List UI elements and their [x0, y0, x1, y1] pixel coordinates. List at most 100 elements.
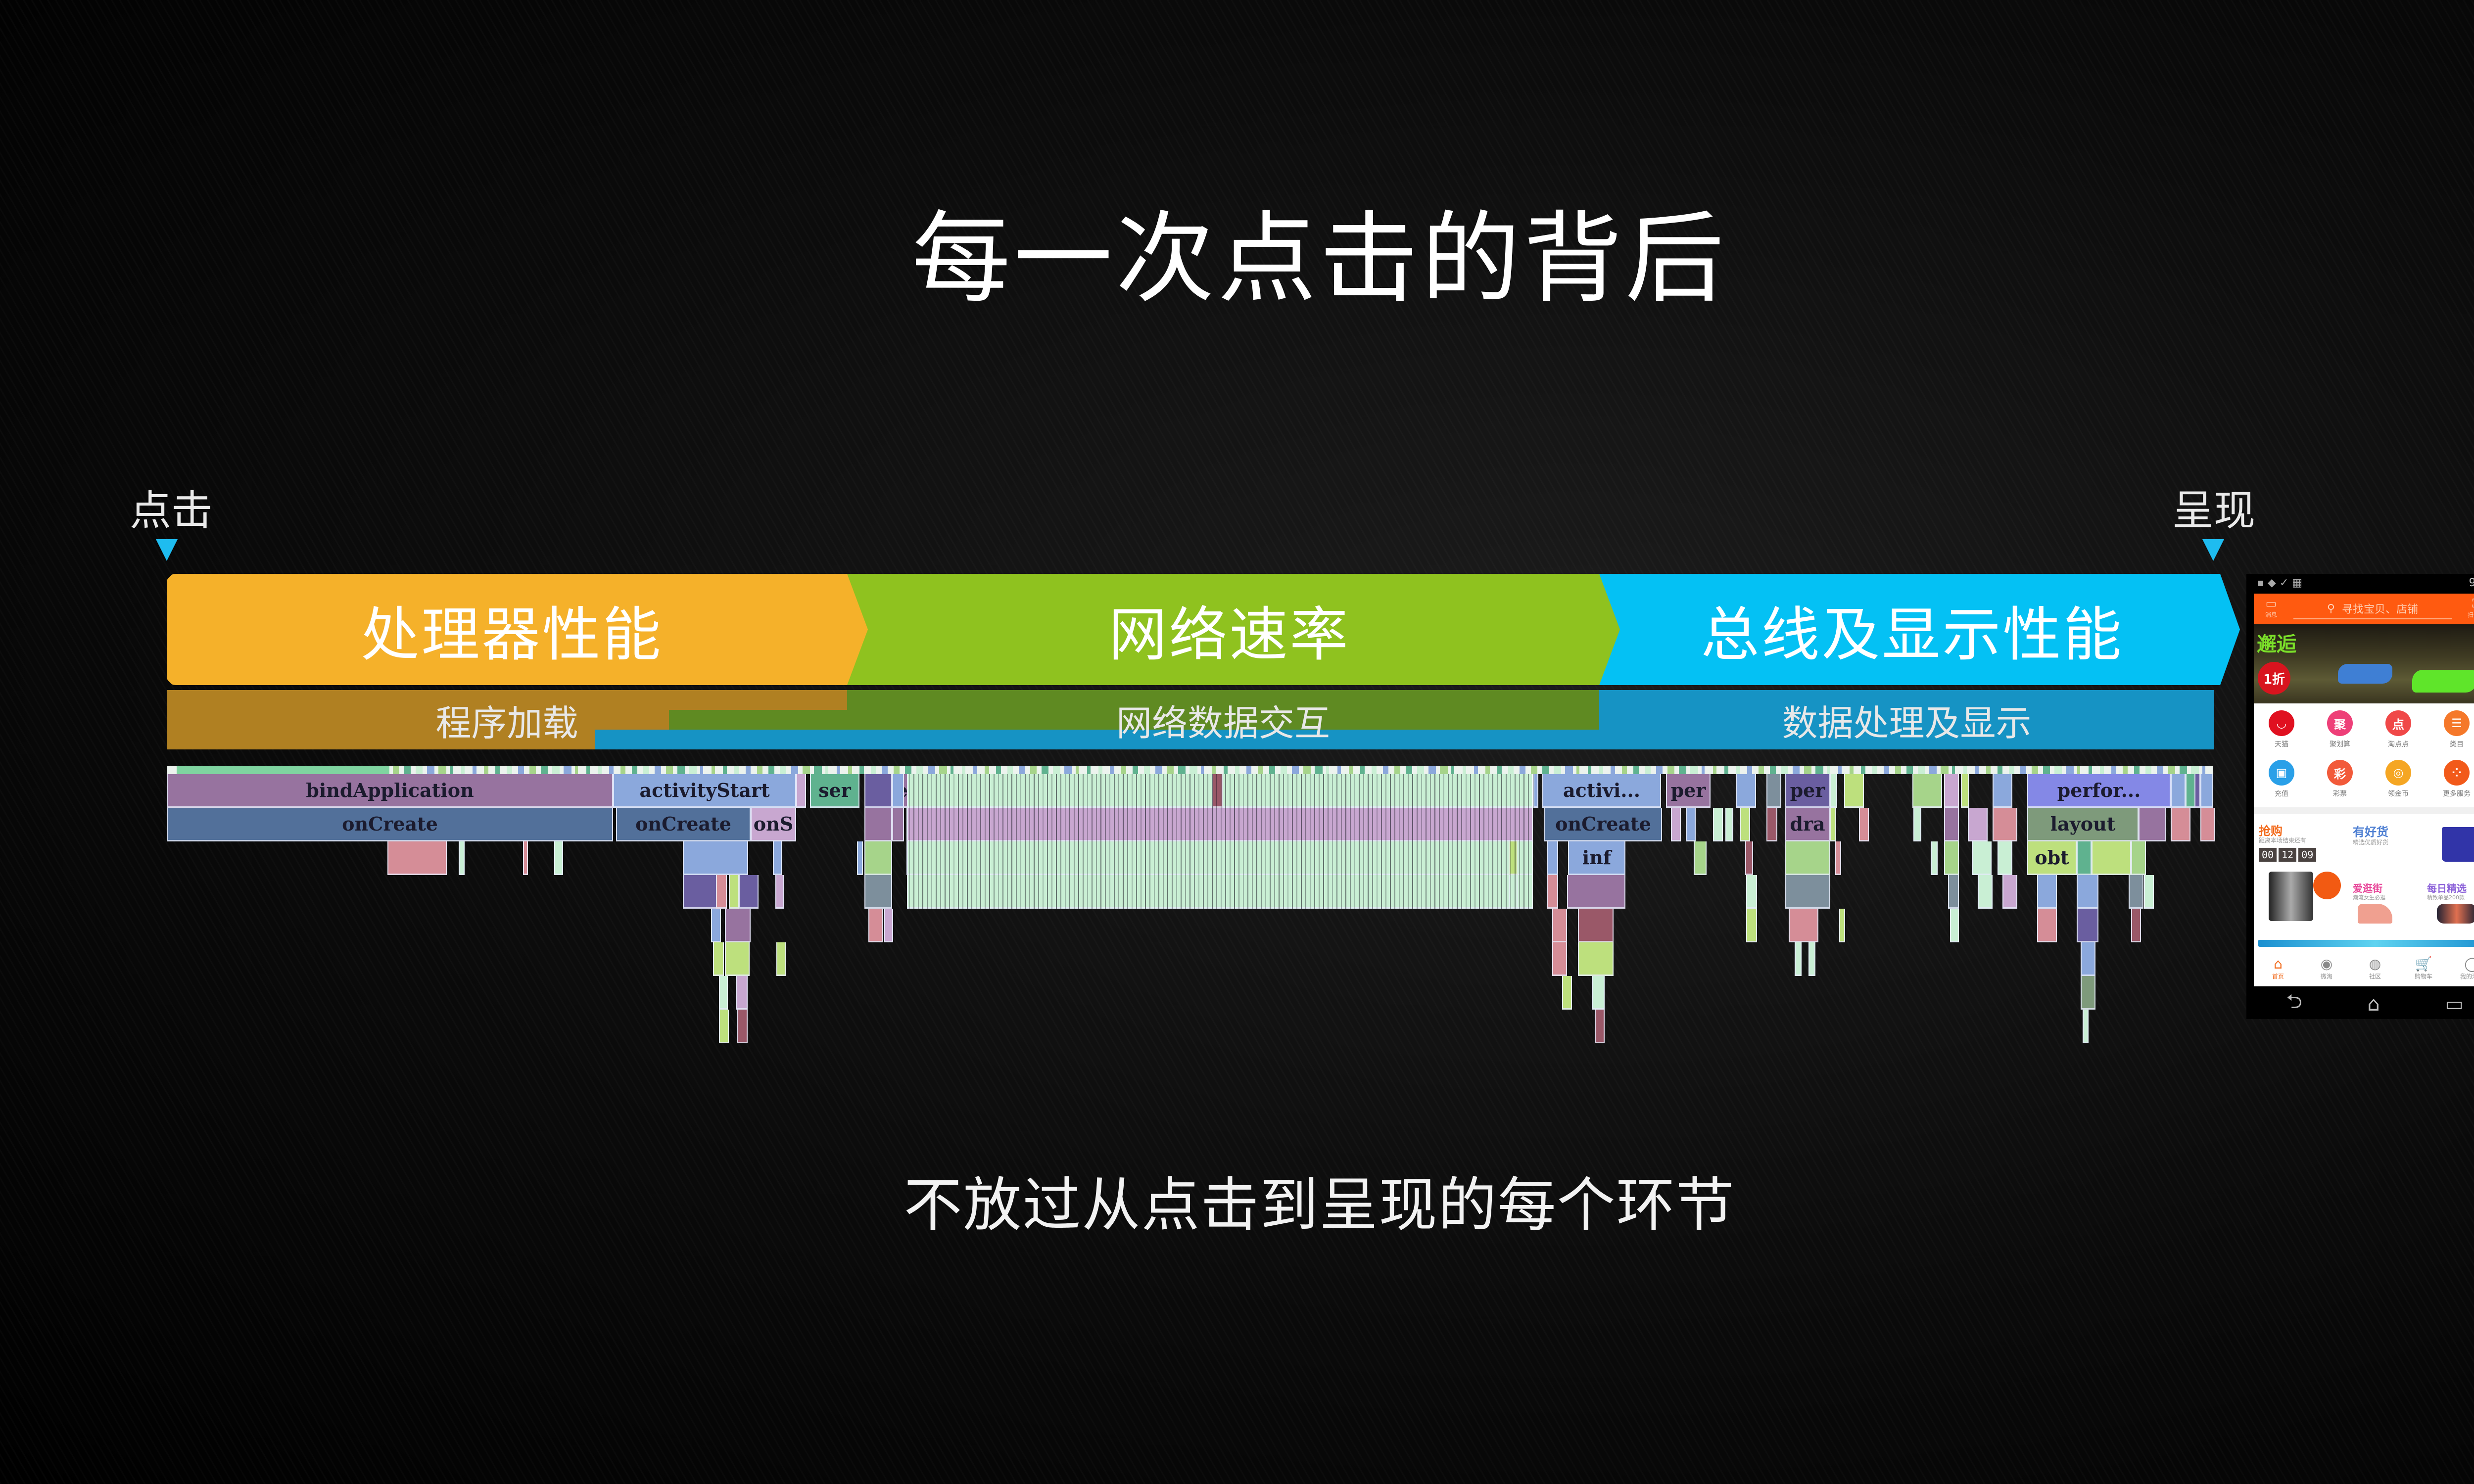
trace-slice [2200, 808, 2215, 841]
trace-slice-divider [1083, 774, 1084, 909]
trace-slice-divider [1194, 774, 1195, 909]
trace-slice [776, 942, 786, 976]
trace-slice-divider [1225, 774, 1226, 909]
trace-top-tick [1554, 766, 1561, 774]
trace-top-tick [1872, 766, 1877, 774]
trace-top-tick [1383, 766, 1388, 774]
trace-slice [1993, 808, 2017, 841]
trace-top-tick [1713, 766, 1716, 774]
trace-slice-divider [1158, 774, 1159, 909]
back-button[interactable]: ⮌ [2286, 990, 2302, 1013]
good-goods-title[interactable]: 有好货 [2353, 825, 2388, 839]
trace-top-tick [1372, 766, 1377, 774]
trace-top-tick [529, 766, 536, 774]
trace-top-tick [1508, 766, 1514, 774]
trace-slice-activitystart: activityStart [613, 774, 796, 808]
trace-slice-divider [989, 774, 990, 909]
trace-top-tick [723, 766, 727, 774]
trace-top-tick [2134, 766, 2140, 774]
trace-slice [1746, 909, 1757, 942]
trace-top-tick [1110, 766, 1114, 774]
grid-icon-5[interactable]: 彩 [2327, 760, 2353, 786]
trace-slice [1547, 841, 1558, 875]
trace-top-tick [1690, 766, 1698, 774]
grid-icon-1[interactable]: 聚 [2327, 710, 2353, 736]
trace-top-tick [1542, 766, 1549, 774]
trace-slice-divider [1207, 774, 1208, 909]
trace-top-tick [746, 766, 751, 774]
grid-icon-2[interactable]: 点 [2385, 710, 2411, 736]
tab-home[interactable]: ⌂首页 [2256, 956, 2300, 980]
grid-icon-6[interactable]: ◎ [2385, 760, 2411, 786]
recent-apps-button[interactable]: ▭ [2445, 993, 2464, 1016]
trace-top-tick [1269, 766, 1275, 774]
grid-label: 充值 [2275, 790, 2288, 798]
trace-top-tick [393, 766, 399, 774]
grid-icon-3[interactable]: ☰ [2444, 710, 2470, 736]
tab-location[interactable]: ◍社区 [2353, 956, 2397, 980]
trace-slice [868, 909, 883, 942]
trace-slice-divider [1408, 774, 1409, 909]
tab-broadcast[interactable]: ◉微淘 [2304, 956, 2349, 980]
trace-top-tick [1451, 766, 1454, 774]
trace-slice-divider [1051, 774, 1052, 909]
subphase-label-network: 网络数据交互 [1116, 702, 1330, 744]
grid-icon-4[interactable]: ▣ [2269, 760, 2294, 786]
message-icon: ▭ [2265, 597, 2277, 610]
shoe-image-blue [2338, 664, 2392, 684]
juicer-image [2269, 872, 2313, 921]
trace-slice [1746, 875, 1757, 909]
flash-sale-title[interactable]: 抢购 [2259, 824, 2283, 838]
trace-slice [2077, 875, 2098, 909]
trace-top-tick [916, 766, 923, 774]
home-button[interactable]: ⌂ [2367, 993, 2380, 1016]
trace-top-tick [803, 766, 810, 774]
trace-slice [1567, 875, 1625, 909]
daily-pick-title[interactable]: 每日精选 [2427, 882, 2467, 894]
trace-top-tick [2180, 766, 2187, 774]
trace-slice [387, 841, 447, 875]
trace-slice-divider [1127, 774, 1128, 909]
trace-slice [2200, 774, 2213, 808]
location-icon: ◍ [2369, 956, 2381, 972]
trace-top-tick [1133, 766, 1138, 774]
trace-top-tick [1781, 766, 1788, 774]
trace-top-tick [905, 766, 911, 774]
trace-slice [1578, 909, 1614, 942]
trace-top-tick [609, 766, 614, 774]
trace-top-tick [1144, 766, 1150, 774]
start-marker-label: 点击 [130, 486, 213, 535]
trace-slice [1789, 909, 1818, 942]
slide-title: 每一次点击的背后 [911, 201, 1727, 317]
trace-slice-divider [909, 774, 910, 909]
trace-slice-divider [1488, 774, 1489, 909]
trace-slice-divider [1109, 774, 1110, 909]
trace-slice [864, 875, 892, 909]
trace-slice-divider [1283, 774, 1284, 909]
trace-slice-divider [976, 774, 977, 909]
trace-slice-divider [1118, 774, 1119, 909]
trace-slice-per: per [1785, 774, 1830, 808]
tab-user[interactable]: ◯我的淘宝 [2450, 956, 2474, 980]
trace-slice-divider [1078, 774, 1079, 909]
trace-slice-divider [980, 774, 981, 909]
trace-slice [1745, 841, 1753, 875]
trace-slice-divider [985, 774, 986, 909]
scan-button[interactable]: ⛶ 扫一扫 [2462, 597, 2474, 619]
trace-top-tick [973, 766, 977, 774]
promo-banner[interactable]: 邂逅 1折 [2254, 624, 2474, 703]
trace-top-tick [962, 766, 965, 774]
trace-slice [1740, 808, 1750, 841]
street-title[interactable]: 爱逛街 [2353, 882, 2382, 894]
message-button[interactable]: ▭ 消息 [2259, 597, 2284, 619]
trace-slice [775, 875, 784, 909]
grid-icon-7[interactable]: ⁘ [2444, 760, 2470, 786]
search-input[interactable]: ⚲ 寻找宝贝、店铺 [2293, 599, 2452, 619]
trace-slice-divider [1443, 774, 1444, 909]
grid-icon-0[interactable]: ◡ [2269, 710, 2294, 736]
trace-top-tick [1428, 766, 1436, 774]
trace-slice-divider [1060, 774, 1061, 909]
trace-slice [1578, 942, 1614, 976]
tab-cart[interactable]: 🛒购物车 [2401, 956, 2446, 980]
end-marker-label: 呈现 [2172, 486, 2256, 535]
